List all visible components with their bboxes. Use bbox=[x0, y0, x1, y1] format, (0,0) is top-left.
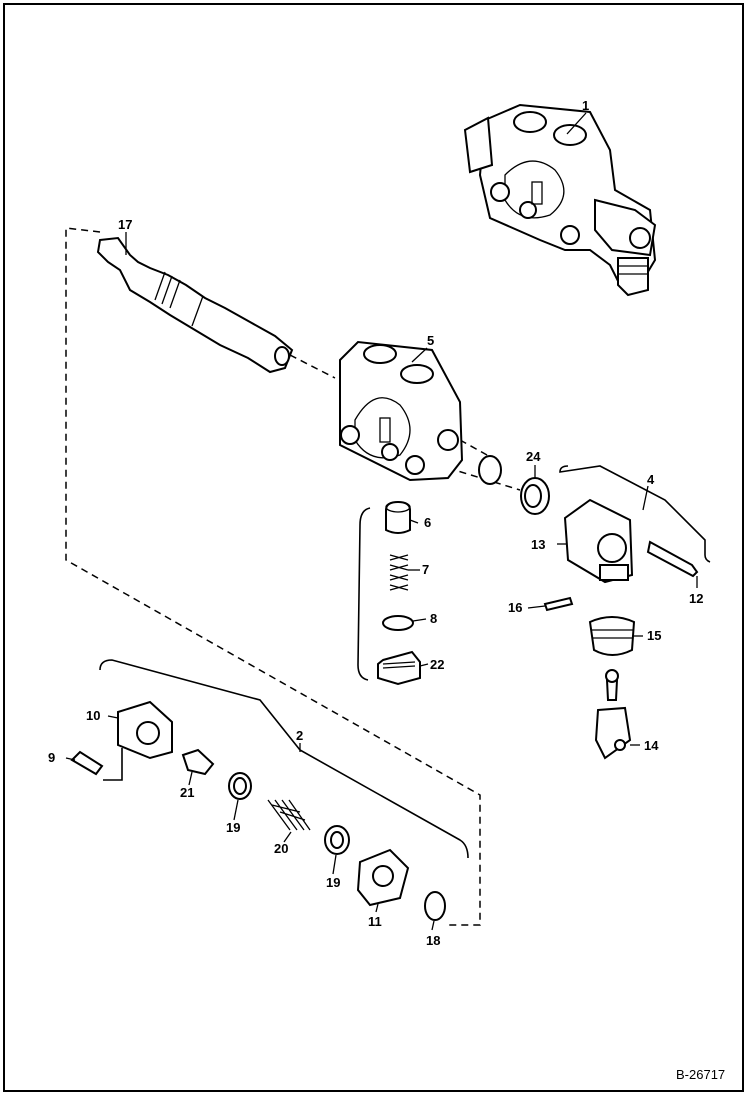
callout-1: 1 bbox=[582, 98, 589, 113]
callout-8: 8 bbox=[430, 611, 437, 626]
part-17-spool bbox=[96, 236, 294, 374]
part-1-valve-section bbox=[463, 103, 657, 297]
leader-lines bbox=[65, 112, 698, 931]
callout-19-lower: 19 bbox=[326, 875, 340, 890]
callout-4: 4 bbox=[647, 472, 655, 487]
callout-22: 22 bbox=[430, 657, 444, 672]
spring-end-group bbox=[70, 700, 446, 921]
callout-9: 9 bbox=[48, 750, 55, 765]
callout-15: 15 bbox=[647, 628, 661, 643]
callout-21: 21 bbox=[180, 785, 194, 800]
callout-19-upper: 19 bbox=[226, 820, 240, 835]
callout-11: 11 bbox=[368, 914, 382, 929]
callout-2: 2 bbox=[296, 728, 303, 743]
part-5-valve-body bbox=[339, 340, 464, 482]
callout-17: 17 bbox=[118, 217, 132, 232]
callout-14: 14 bbox=[644, 738, 659, 753]
assembly-boundary-dashed bbox=[65, 227, 521, 926]
callout-24: 24 bbox=[526, 449, 541, 464]
callout-5: 5 bbox=[427, 333, 434, 348]
callout-6: 6 bbox=[424, 515, 431, 530]
callout-13: 13 bbox=[531, 537, 545, 552]
group-brackets bbox=[99, 465, 711, 859]
diagram-frame bbox=[3, 3, 744, 1092]
reference-code: B-26717 bbox=[676, 1067, 725, 1082]
callout-18: 18 bbox=[426, 933, 440, 948]
callout-labels: 1 2 4 5 6 7 8 9 10 11 12 13 14 15 16 17 … bbox=[48, 98, 703, 948]
callout-12: 12 bbox=[689, 591, 703, 606]
callout-10: 10 bbox=[86, 708, 100, 723]
callout-16: 16 bbox=[508, 600, 522, 615]
actuator-group bbox=[543, 498, 699, 760]
check-valve-group bbox=[377, 500, 421, 686]
callout-20: 20 bbox=[274, 841, 288, 856]
seal-parts-24 bbox=[478, 455, 550, 515]
callout-7: 7 bbox=[422, 562, 429, 577]
